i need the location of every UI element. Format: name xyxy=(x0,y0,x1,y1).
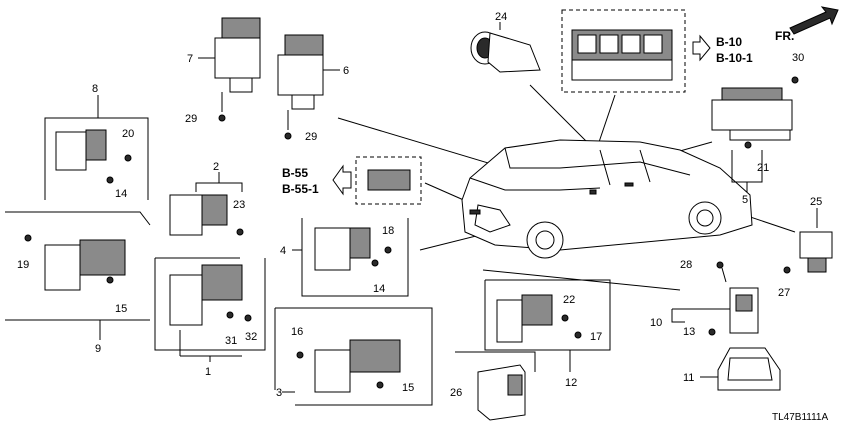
ref-b10: B-10 xyxy=(716,35,742,49)
callout-13: 13 xyxy=(683,326,695,338)
callout-6: 6 xyxy=(343,65,349,77)
callout-9: 9 xyxy=(95,343,101,355)
callout-24: 24 xyxy=(495,11,507,23)
callout-3: 3 xyxy=(276,387,282,399)
callout-19: 19 xyxy=(17,259,29,271)
callout-15b: 15 xyxy=(402,382,414,394)
callout-20: 20 xyxy=(122,128,134,140)
callout-29a: 29 xyxy=(185,113,197,125)
part-10-bracket: 28 10 13 xyxy=(650,259,759,338)
callout-29b: 29 xyxy=(305,131,317,143)
part-7-switch: 7 29 xyxy=(185,17,261,125)
front-marker-label: FR. xyxy=(775,29,794,43)
part-3-assembly: 3 16 15 xyxy=(274,307,433,406)
callout-27: 27 xyxy=(778,287,790,299)
ref-b55: B-55 xyxy=(282,166,308,180)
part-24-socket: 24 xyxy=(470,11,541,73)
callout-2: 2 xyxy=(213,161,219,173)
callout-14b: 14 xyxy=(373,283,385,295)
ref-b10-1: B-10-1 xyxy=(716,51,753,65)
callout-5: 5 xyxy=(742,194,748,206)
part-26-panel: 26 xyxy=(450,351,536,421)
callout-26: 26 xyxy=(450,387,462,399)
callout-1: 1 xyxy=(205,366,211,378)
callout-7: 7 xyxy=(187,53,193,65)
callout-11: 11 xyxy=(683,372,694,384)
callout-15a: 15 xyxy=(115,303,127,315)
part-11-bezel: 11 xyxy=(683,347,781,391)
callout-17: 17 xyxy=(590,331,602,343)
ref-b55-1: B-55-1 xyxy=(282,182,319,196)
ref-b10-group: B-10 B-10-1 xyxy=(561,9,753,93)
callout-30: 30 xyxy=(792,52,804,64)
callout-10: 10 xyxy=(650,317,662,329)
callout-16: 16 xyxy=(291,326,303,338)
callout-25: 25 xyxy=(810,196,822,208)
part-8-assembly: 8 20 14 xyxy=(44,83,149,200)
callout-8: 8 xyxy=(92,83,98,95)
callout-21: 21 xyxy=(757,162,769,174)
part-6-switch: 6 29 xyxy=(277,34,349,143)
callout-18: 18 xyxy=(382,225,394,237)
callout-12: 12 xyxy=(565,377,577,389)
callout-14a: 14 xyxy=(115,188,127,200)
part-code: TL47B1111A xyxy=(772,412,828,423)
front-direction-marker: FR. xyxy=(775,6,839,43)
callout-28: 28 xyxy=(680,259,692,271)
callout-32: 32 xyxy=(245,331,257,343)
ref-b55-group: B-55 B-55-1 xyxy=(282,156,422,205)
part-1-assembly: 1 31 32 xyxy=(154,257,266,378)
callout-22: 22 xyxy=(563,294,575,306)
part-4-assembly: 4 18 14 xyxy=(280,218,409,297)
vehicle-outline xyxy=(461,139,753,259)
part-25-sensor: 25 27 xyxy=(778,196,833,299)
callout-31: 31 xyxy=(225,335,237,347)
callout-4: 4 xyxy=(280,245,286,257)
callout-23: 23 xyxy=(233,199,245,211)
part-9-assembly: 9 19 15 xyxy=(5,211,151,355)
part-12-assembly: 12 22 17 xyxy=(484,279,611,389)
part-5-unit: 30 21 5 xyxy=(711,52,804,206)
part-2-switch: 2 23 xyxy=(169,161,245,236)
